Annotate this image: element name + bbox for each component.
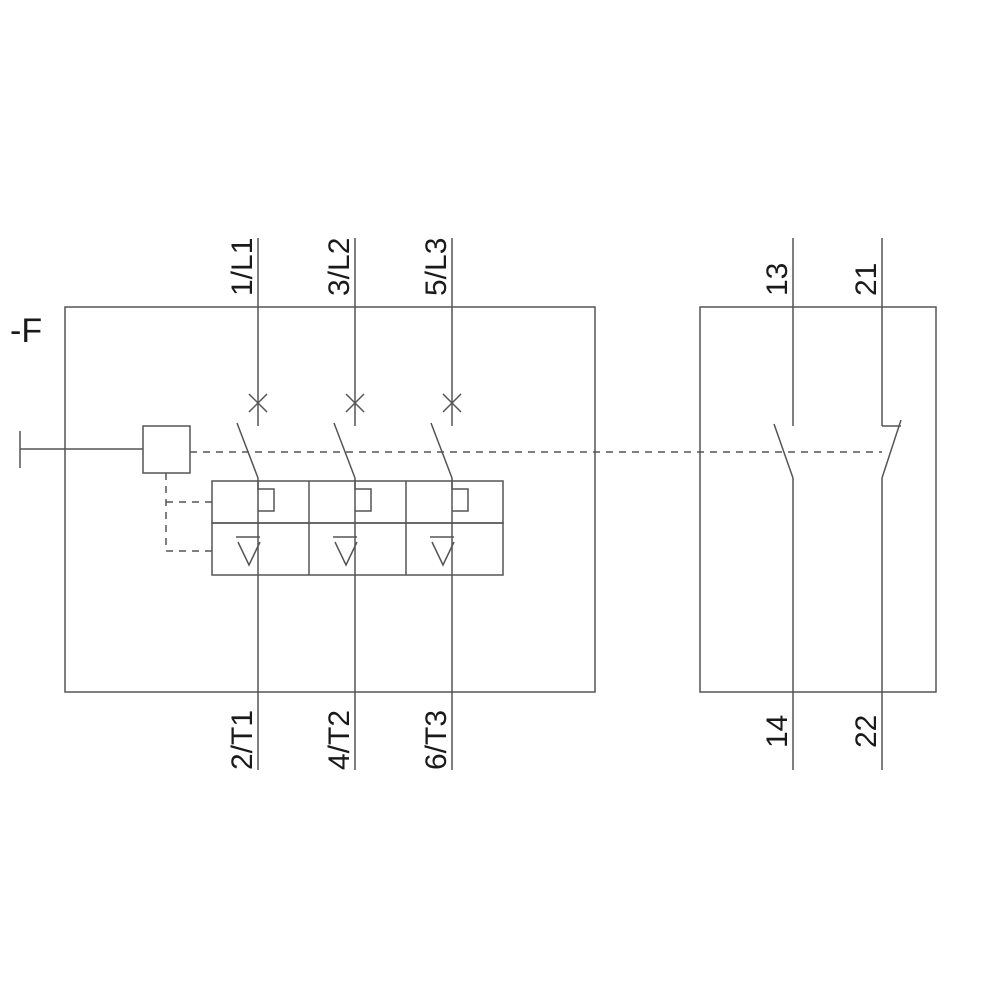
aux-contact-nc-21-22: 21 22 (850, 238, 902, 770)
breaker-function-cross-icon (248, 393, 268, 413)
magnetic-vee (237, 541, 261, 567)
magnetic-release-row-box (211, 522, 504, 576)
cross-stroke-2 (248, 393, 268, 413)
cross-stroke-2 (345, 393, 365, 413)
aux-contact-no-13-14: 13 14 (761, 238, 794, 770)
pole-3-contact-blade (430, 422, 453, 479)
terminal-label-21: 21 (850, 263, 883, 296)
terminal-label-22: 22 (850, 715, 883, 748)
device-label: -F (10, 312, 42, 350)
thermal-release-row-box (211, 480, 504, 524)
aux-no-contact-blade (773, 423, 794, 479)
pole-1: 1/L1 2/T1 (226, 238, 275, 770)
terminal-label-6T3: 6/T3 (420, 710, 453, 770)
trip-unit-housing (211, 480, 504, 576)
terminal-label-5L3: 5/L3 (420, 238, 453, 296)
magnetic-vee (431, 541, 455, 567)
main-breaker-unit: -F 1/L1 2/T1 (10, 238, 882, 770)
breaker-function-cross-icon (345, 393, 365, 413)
magnetic-overcurrent-release-icon (333, 536, 358, 567)
terminal-label-2T1: 2/T1 (226, 710, 259, 770)
terminal-label-4T2: 4/T2 (323, 710, 356, 770)
manual-actuator-icon (142, 425, 191, 474)
cross-stroke-2 (442, 393, 462, 413)
aux-contact-block: 13 14 21 22 (699, 238, 937, 770)
pole-1-contact-blade (236, 422, 259, 479)
main-enclosure-box (64, 306, 596, 693)
pole-3: 5/L3 6/T3 (420, 238, 469, 770)
magnetic-overcurrent-release-icon (236, 536, 261, 567)
terminal-label-14: 14 (761, 715, 794, 748)
magnetic-overcurrent-release-icon (430, 536, 455, 567)
aux-enclosure-box (699, 306, 937, 693)
thermal-overload-release-icon (257, 481, 275, 512)
aux-nc-contact-blade (881, 419, 902, 479)
thermal-overload-release-icon (451, 481, 469, 512)
breaker-function-cross-icon (442, 393, 462, 413)
magnetic-vee (334, 541, 358, 567)
thermal-overload-release-icon (354, 481, 372, 512)
pole-2-contact-blade (333, 422, 356, 479)
terminal-label-1L1: 1/L1 (226, 238, 259, 296)
pole-2: 3/L2 4/T2 (323, 238, 372, 770)
terminal-label-13: 13 (761, 263, 794, 296)
terminal-label-3L2: 3/L2 (323, 238, 356, 296)
manual-actuator (19, 425, 212, 552)
